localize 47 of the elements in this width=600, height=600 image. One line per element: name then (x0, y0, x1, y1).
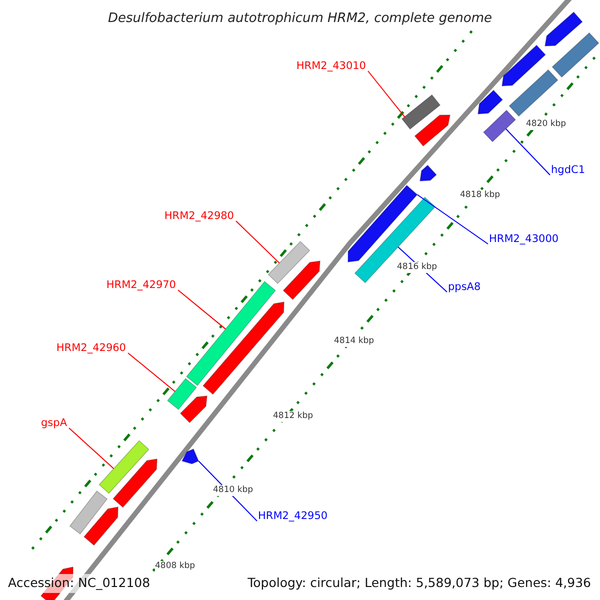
gene-block (414, 114, 450, 147)
position-label: 4820 kbp (526, 119, 566, 130)
gene-block (348, 184, 418, 262)
gene-block (508, 69, 558, 117)
gene-block (181, 448, 200, 464)
gene-block (420, 164, 437, 182)
gene-block (552, 32, 600, 78)
gene-block (98, 440, 150, 494)
gene-block (354, 196, 436, 284)
leader-line (236, 220, 280, 264)
gene-block (401, 94, 441, 130)
gene-block (282, 260, 320, 300)
leader-line (68, 428, 114, 470)
gene-block (84, 506, 118, 546)
position-label: 4808 kbp (155, 561, 196, 572)
gene-label: HRM2_42970 (106, 278, 176, 292)
leader-line (368, 70, 406, 118)
gene-block (186, 281, 276, 386)
position-label: 4816 kbp (397, 262, 438, 273)
gene-label: HRM2_43000 (489, 232, 559, 246)
gene-label: gspA (41, 416, 67, 430)
gene-label: HRM2_42950 (258, 509, 328, 523)
gene-block (69, 490, 108, 535)
gene-label: HRM2_43010 (296, 59, 366, 73)
position-label: 4814 kbp (334, 336, 374, 347)
gene-block (268, 240, 310, 284)
accession-text: Accession: NC_012108 (8, 574, 150, 593)
gene-label: hgdC1 (551, 163, 585, 177)
position-label: 4818 kbp (460, 190, 500, 201)
gene-block (482, 110, 516, 142)
leader-line (416, 194, 488, 244)
gene-block (502, 44, 546, 86)
title: Desulfobacterium autotrophicum HRM2, complete genome (106, 10, 494, 28)
gene-block (544, 12, 583, 46)
leader-line (505, 128, 550, 176)
gene-label: HRM2_42960 (56, 341, 126, 355)
leader-line (128, 352, 176, 392)
gene-label: HRM2_42980 (164, 209, 234, 223)
gene-block (478, 90, 504, 114)
position-label: 4810 kbp (213, 485, 254, 496)
position-label: 4812 kbp (273, 411, 314, 422)
gene-label: ppsA8 (448, 280, 481, 294)
genome-info-text: Topology: circular; Length: 5,589,073 bp; Genes: 4,936 (248, 574, 591, 592)
gene-block (180, 396, 208, 424)
gene-block (167, 378, 197, 410)
gene-block (202, 302, 284, 395)
gene-block (112, 458, 158, 508)
